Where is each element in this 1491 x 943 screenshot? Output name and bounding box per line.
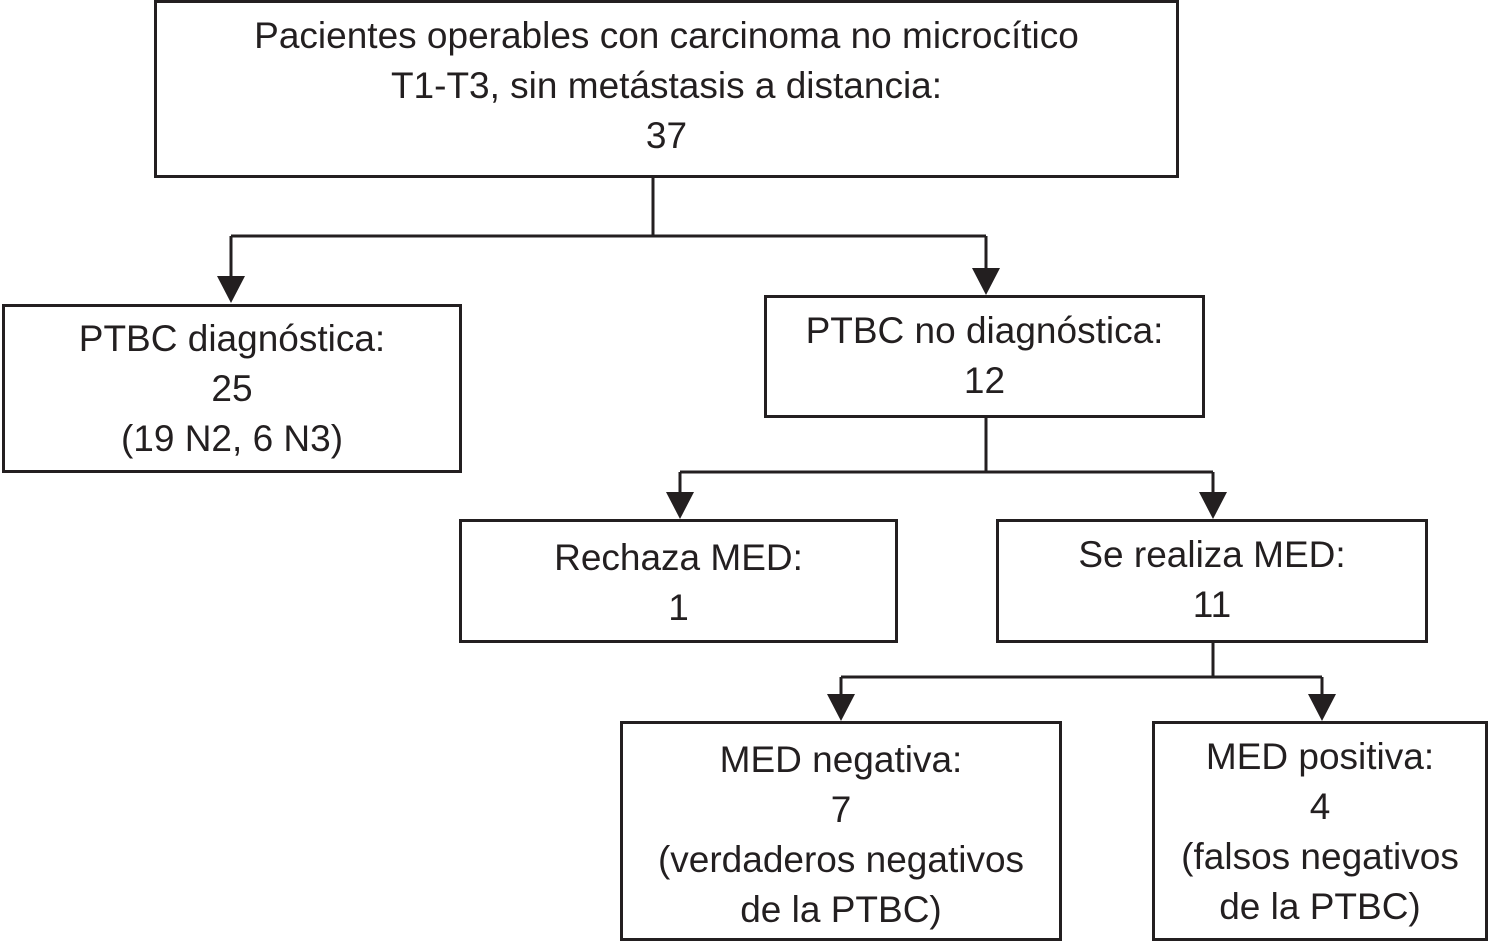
ptbc-nodiag-label: PTBC no diagnóstica:: [805, 310, 1164, 351]
med-pos-detail2: de la PTBC): [1219, 886, 1421, 927]
arrowhead-realiza: [1199, 492, 1227, 519]
root-count: 37: [645, 115, 688, 156]
arrowhead-ptbc-nodiag: [972, 268, 1000, 295]
med-pos-detail1: (falsos negativos: [1181, 836, 1459, 877]
se-realiza-med-box: Se realiza MED: 11: [996, 519, 1428, 643]
ptbc-no-diagnostica-box: PTBC no diagnóstica: 12: [764, 295, 1205, 418]
med-neg-detail1: (verdaderos negativos: [657, 839, 1025, 880]
rechaza-count: 1: [668, 587, 689, 628]
med-neg-label: MED negativa:: [719, 739, 963, 780]
arrowhead-med-pos: [1308, 694, 1336, 721]
root-box: Pacientes operables con carcinoma no mic…: [154, 0, 1179, 178]
med-neg-detail2: de la PTBC): [740, 889, 942, 930]
realiza-count: 11: [1192, 584, 1232, 625]
ptbc-nodiag-count: 12: [963, 360, 1006, 401]
ptbc-diag-count: 25: [211, 368, 253, 409]
med-negativa-box: MED negativa: 7 (verdaderos negativos de…: [620, 721, 1062, 941]
realiza-label: Se realiza MED:: [1078, 534, 1346, 575]
med-positiva-box: MED positiva: 4 (falsos negativos de la …: [1152, 721, 1488, 941]
med-pos-count: 4: [1309, 786, 1331, 827]
med-pos-label: MED positiva:: [1205, 736, 1435, 777]
root-line1: Pacientes operables con carcinoma no mic…: [254, 15, 1079, 56]
rechaza-med-box: Rechaza MED: 1: [459, 519, 898, 643]
ptbc-diag-label: PTBC diagnóstica:: [78, 318, 386, 359]
ptbc-diag-detail: (19 N2, 6 N3): [120, 418, 344, 459]
ptbc-diagnostica-box: PTBC diagnóstica: 25 (19 N2, 6 N3): [2, 304, 462, 473]
med-neg-count: 7: [830, 789, 852, 830]
root-line2: T1-T3, sin metástasis a distancia:: [390, 65, 943, 106]
rechaza-label: Rechaza MED:: [554, 537, 803, 578]
arrowhead-med-neg: [827, 694, 855, 721]
arrowhead-rechaza: [666, 492, 694, 519]
arrowhead-ptbc-diag: [217, 276, 245, 303]
